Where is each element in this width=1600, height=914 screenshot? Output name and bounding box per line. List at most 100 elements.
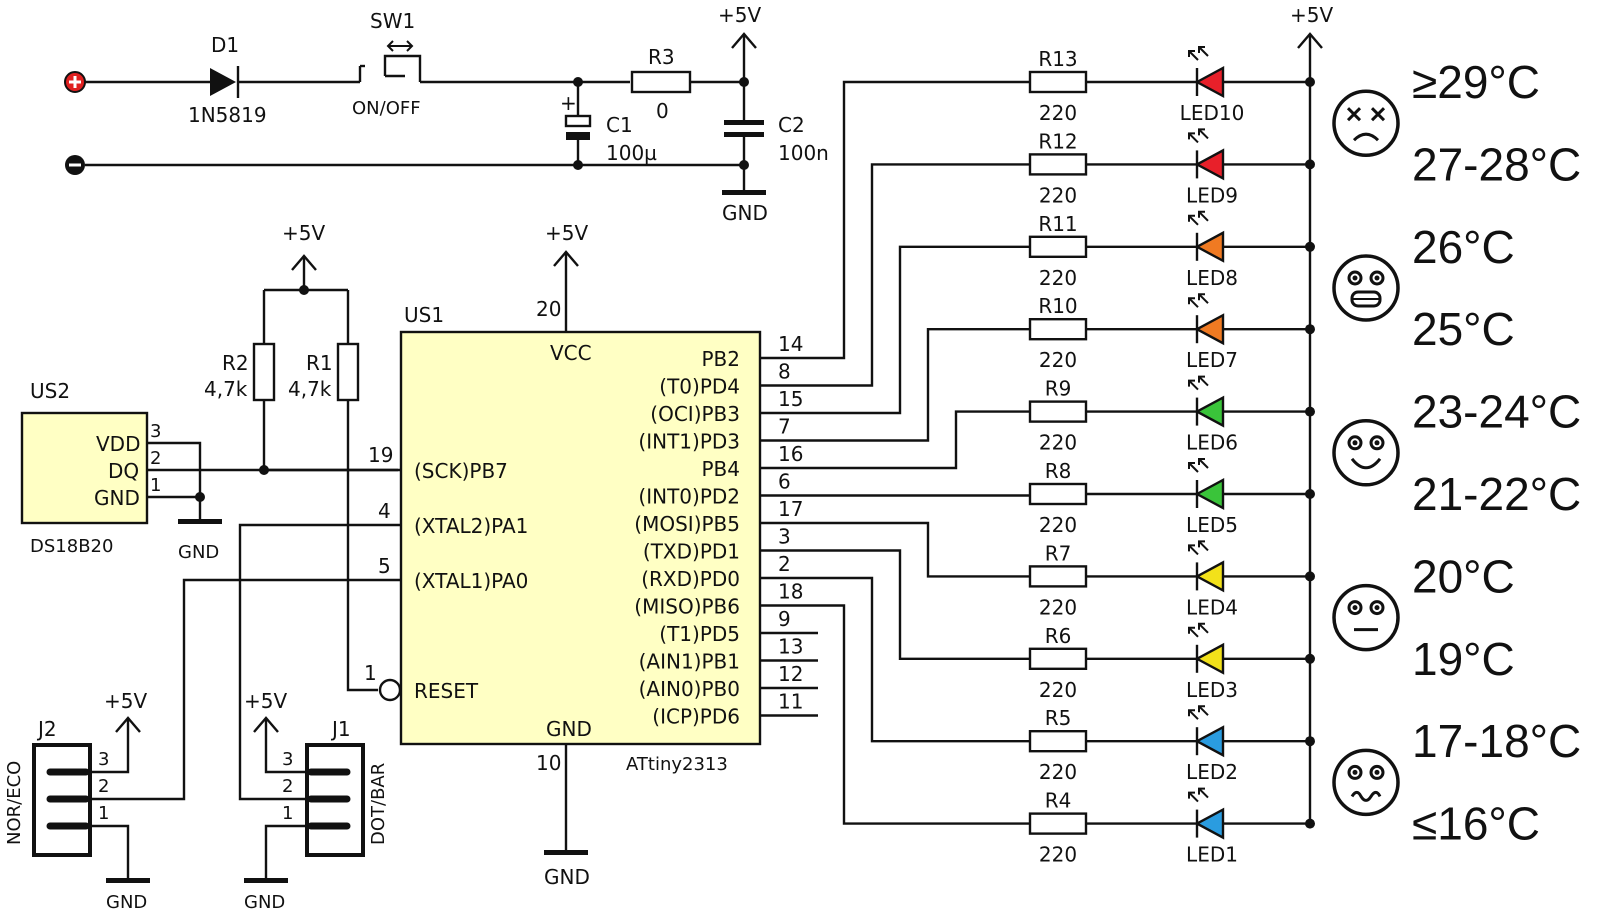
jumper-j2: J2 NOR/ECO 3 2 1 +5V GND <box>4 689 150 913</box>
j1-pin-2: 2 <box>282 776 293 797</box>
led-junction <box>1305 653 1315 664</box>
mcu-left-pin-1-num: 4 <box>378 499 391 523</box>
led-junction <box>1305 406 1315 417</box>
mcu-right-pin-num: 13 <box>778 635 803 659</box>
mcu-right-pin-num: 17 <box>778 497 803 521</box>
led-rail-label: +5V <box>1290 3 1333 27</box>
led-resistor <box>1028 482 1088 506</box>
led-light-arrow <box>1198 623 1209 634</box>
led-wire <box>760 549 1030 660</box>
temperature-label: 23-24°C <box>1412 386 1581 438</box>
led-resistor-ref: R9 <box>1045 377 1072 401</box>
j2-pin-3: 3 <box>98 749 109 770</box>
led-resistor <box>1028 647 1088 670</box>
led-resistor-value: 220 <box>1039 183 1077 207</box>
led-junction <box>1305 241 1315 252</box>
j2-label: NOR/ECO <box>4 761 25 845</box>
mcu-vcc-label: VCC <box>550 341 592 365</box>
j1-gnd: GND <box>244 892 285 913</box>
led-light-arrow <box>1198 293 1209 304</box>
j2-vcc: +5V <box>104 689 147 713</box>
c1-value: 100µ <box>606 141 657 165</box>
sensor-pin-gnd-name: GND <box>94 486 140 510</box>
led-resistor-ref: R8 <box>1045 459 1072 483</box>
mcu-ref: US1 <box>404 303 444 327</box>
led-ref: LED1 <box>1186 843 1238 867</box>
mcu-right-pin-name: (OCI)PB3 <box>650 402 740 426</box>
mcu-right-pin-name: (INT1)PD3 <box>638 430 740 454</box>
temperature-label: ≥29°C <box>1412 56 1540 108</box>
resistor-r2 <box>252 342 276 402</box>
led-resistor-value: 220 <box>1039 431 1077 455</box>
capacitor-c1 <box>564 114 592 128</box>
led-wire <box>760 521 1030 578</box>
diode-part: 1N5819 <box>188 103 267 127</box>
mcu-right-pin-num: 6 <box>778 470 791 494</box>
j2-ref: J2 <box>36 717 57 741</box>
led-resistor-ref: R5 <box>1045 706 1072 730</box>
j2-pin-1: 1 <box>98 803 109 824</box>
j2-gnd: GND <box>106 892 147 913</box>
led-ref: LED5 <box>1186 513 1238 537</box>
led-resistor <box>1028 400 1088 423</box>
sensor-part: DS18B20 <box>30 536 113 557</box>
diode-ref: D1 <box>211 33 239 57</box>
led-junction <box>1305 77 1315 87</box>
mcu-right-pin-num: 3 <box>778 525 791 549</box>
switch-label: ON/OFF <box>352 98 421 119</box>
led-body <box>1194 65 1225 99</box>
mcu-right-pin-name: (MOSI)PB5 <box>634 512 740 536</box>
led-body <box>1194 477 1225 511</box>
smile-face-icon <box>1332 419 1400 487</box>
c1-ref: C1 <box>606 113 633 137</box>
mcu-attiny2313: US1 ATtiny2313 +5V 20 VCC GND 10 GND 19 … <box>90 221 818 889</box>
led-resistor-ref: R7 <box>1045 541 1072 565</box>
mcu-body <box>399 330 762 746</box>
led-body <box>1194 807 1225 840</box>
led-row: R8 220 LED5 21-22°C <box>760 458 1581 537</box>
temperature-label: 25°C <box>1412 303 1515 355</box>
led-resistor-value: 220 <box>1039 760 1077 784</box>
sensor-body <box>20 411 149 525</box>
worried-face-icon <box>1332 748 1400 817</box>
led-light-arrow <box>1198 787 1209 799</box>
sensor-pin-vdd-num: 3 <box>150 421 161 442</box>
led-light-arrow <box>1188 297 1199 308</box>
mcu-right-pin-name: PB4 <box>701 457 740 481</box>
led-ref: LED4 <box>1186 595 1238 619</box>
led-resistor-value: 220 <box>1039 266 1077 290</box>
led-ref: LED7 <box>1186 348 1238 372</box>
led-light-arrow <box>1188 709 1199 720</box>
led-resistor <box>1028 70 1088 94</box>
led-resistor-ref: R10 <box>1038 294 1077 318</box>
mcu-right-pin-name: (INT0)PD2 <box>638 485 740 509</box>
led-wire <box>760 80 1030 360</box>
led-light-arrow <box>1188 627 1199 638</box>
mcu-right-pin-num: 15 <box>778 387 803 411</box>
mcu-right-pin-num: 7 <box>778 415 791 439</box>
mcu-right-pin-name: (AIN0)PB0 <box>639 677 740 701</box>
led-light-arrow <box>1188 544 1199 556</box>
led-wire <box>760 245 1030 415</box>
led-body <box>1194 313 1225 346</box>
switch-ref: SW1 <box>370 9 415 33</box>
led-resistor-value: 220 <box>1039 843 1077 867</box>
led-body <box>1194 395 1225 428</box>
led-body <box>1194 148 1225 181</box>
sensor-ref: US2 <box>30 379 70 403</box>
temperature-label: 21-22°C <box>1412 468 1581 520</box>
led-ref: LED2 <box>1186 760 1238 784</box>
sensor-pin-vdd-name: VDD <box>96 432 140 456</box>
j1-pin-3: 3 <box>282 749 293 770</box>
led-resistor-value: 220 <box>1039 513 1077 537</box>
led-resistor <box>1028 812 1088 835</box>
j1-ref: J1 <box>330 717 351 741</box>
led-light-arrow <box>1198 46 1209 57</box>
